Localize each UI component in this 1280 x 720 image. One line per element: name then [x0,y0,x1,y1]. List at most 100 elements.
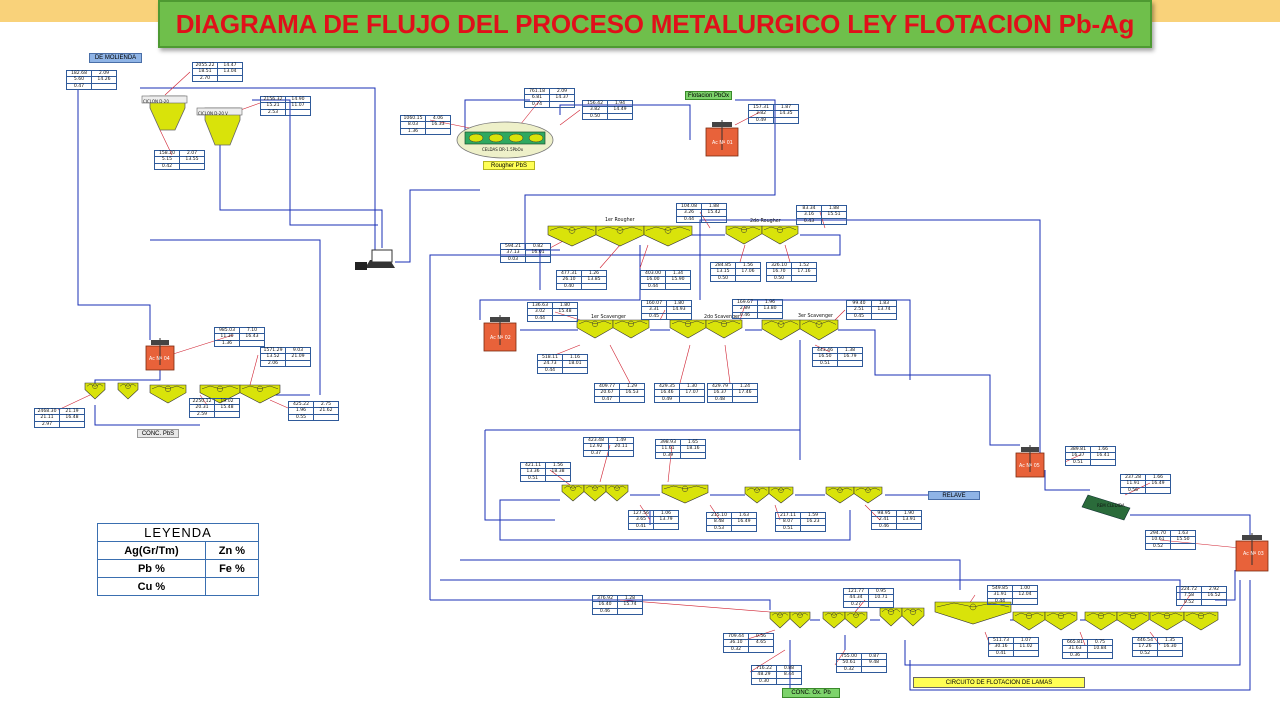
table-cell: 0.47 [66,82,92,91]
table-cell: 0.47 [594,395,620,404]
table-cell: 1.35 [1157,636,1183,645]
table-cell: 2.59 [189,410,215,419]
lamas-3 [879,607,925,627]
table-cell: 0.51 [520,474,546,483]
table-cell: 0.56 [748,632,774,641]
table-cell [653,522,679,531]
table-cell: 13.80 [757,305,783,313]
cyclone-1 [141,95,188,131]
table-cell: 0.39 [655,451,681,460]
rougher-1-bank [547,225,693,247]
table-cell: 18.16 [680,445,706,453]
cleaner-c [149,384,187,404]
legend-table: LEYENDA Ag(Gr/Tm)Zn % Pb %Fe % Cu % [97,523,260,596]
table-cell: 15.50 [1170,536,1196,544]
lamas-5 [1012,611,1078,631]
legend-zn: Zn % [204,541,260,560]
cleaner-d [199,384,281,404]
table-cell: 12.04 [1012,591,1038,599]
scavenger-2-label: 2do Scavenger [704,315,740,320]
table-cell: 10.84 [1087,645,1113,653]
table-cell: 1.07 [1013,636,1039,645]
table-cell [1013,649,1039,658]
table-cell: 1.63 [731,511,757,520]
table-cell: 14.26 [91,76,117,84]
table-cell: 8.44 [776,671,802,679]
table-cell: 17.46 [732,389,758,397]
table-cell [757,311,783,320]
table-cell [214,410,240,419]
table-cell [680,451,706,460]
table-cell: 2.06 [260,359,286,368]
table-cell [821,217,847,226]
legend-pb: Pb % [97,559,206,578]
table-cell: 1.63 [1170,529,1196,538]
table-cell: 14.37 [549,94,575,102]
table-cell [552,314,578,323]
table-cell: 1571.29 [260,346,286,355]
lamas-1 [769,611,811,629]
cyclone-2 [196,107,243,146]
tank-02 [483,315,517,352]
slide-frame [40,22,1280,720]
table-cell: 2.53 [260,108,286,117]
table-cell: 0.44 [987,597,1013,606]
table-cell: 13.04 [217,68,243,76]
table-cell: 14.35 [773,110,799,118]
table-cell: 4.65 [748,639,774,647]
table-cell [217,74,243,83]
table-cell: 16.01 [525,249,551,257]
rougher-2-bank [725,225,799,245]
table-cell: 0.44 [537,366,563,375]
flow-lines [77,87,1251,691]
table-cell [1145,486,1171,495]
table-cell: 0.40 [556,282,582,291]
table-cell [666,312,692,321]
table-cell: 0.43 [796,217,822,226]
table-cell: 0.52 [1145,542,1171,551]
table-cell: 1.88 [701,202,727,211]
table-cell: 0.49 [748,116,774,125]
circuito-lamas-label: CIRCUITO DE FLOTACION DE LAMAS [913,677,1085,688]
table-cell: 16.49 [731,518,757,526]
table-cell: 16.41 [1090,452,1116,460]
table-cell: 11.02 [1013,643,1039,651]
banco-label: CELDAS DR-1.5PbOx [482,147,524,152]
table-cell: 15.74 [617,601,643,609]
table-cell: 0.51 [775,524,801,533]
tank-05-label: Ac Nº 05 [1019,464,1040,469]
table-cell: 0.45 [846,312,872,321]
conc-pbs-label: CONC. PbS [137,429,179,438]
table-cell [59,420,85,429]
table-cell: 0.82 [525,242,551,251]
rougher-pbs-bank [456,121,554,159]
regrind-mill [1081,494,1131,521]
table-cell: 14.93 [666,306,692,314]
cyclone-1-label: CICLON D-20 [143,99,169,104]
table-cell: 2055.22 [192,61,218,70]
table-cell: 16.33 [425,121,451,129]
tank-05 [1015,445,1045,478]
table-cell: 2156.32 [260,95,286,104]
